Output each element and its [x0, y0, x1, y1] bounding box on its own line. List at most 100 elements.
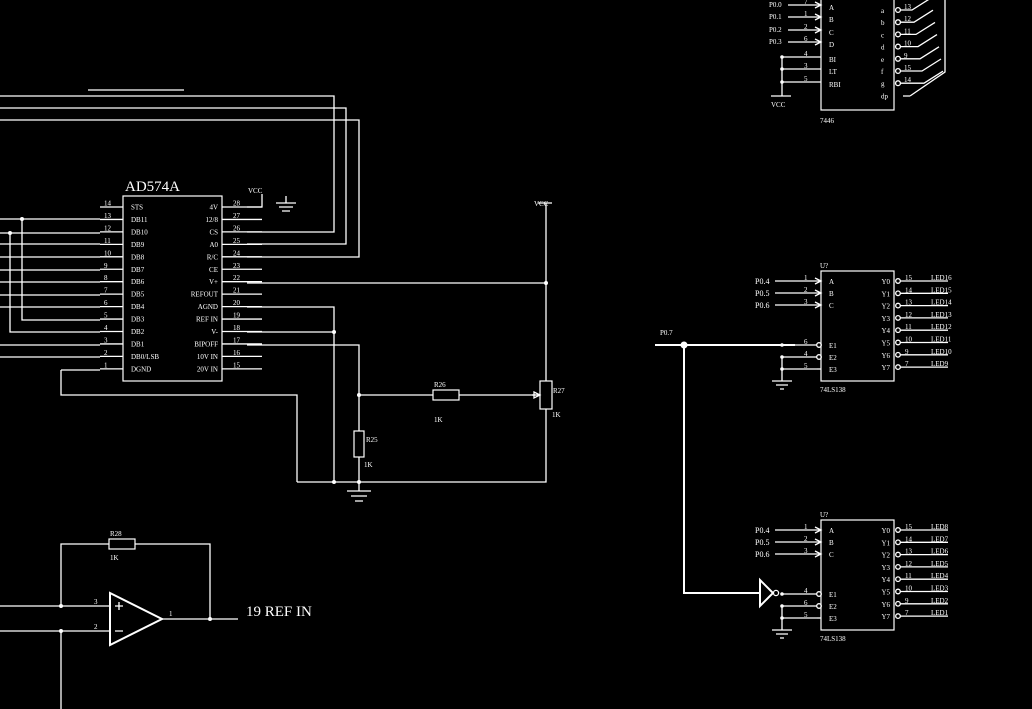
decoder-input-num: 1: [804, 523, 808, 531]
ad574a-left-pin-name: DB4: [131, 303, 145, 311]
decoder1-part: 74LS138: [820, 386, 846, 394]
ad574a-right-pin-num: 17: [233, 336, 241, 344]
ad574a-left-pin-num: 11: [104, 237, 111, 245]
data-bus-wires: [0, 89, 360, 482]
resistor-r26: R26 1K: [432, 381, 460, 424]
decoder-enable-name: E3: [829, 615, 837, 623]
ad574a-body: [122, 195, 223, 382]
decoder1-ref: U?: [820, 262, 828, 270]
decoder-output-bubble: [895, 539, 901, 546]
decoder-enable-num: 6: [804, 338, 808, 346]
decoder-enable-num: 4: [804, 350, 808, 358]
analog-wires: [247, 202, 552, 502]
7446-ctrl-name: BI: [829, 56, 837, 64]
p07-label: P0.7: [660, 329, 673, 337]
decoder-output-num: 15: [905, 523, 913, 531]
resistor-r25: R25 1K: [353, 430, 378, 469]
decoder-input-num: 3: [804, 298, 808, 306]
decoder2-ref: U?: [820, 511, 828, 519]
decoder-output-name: Y5: [881, 340, 890, 348]
decoder-output-num: 7: [905, 609, 909, 617]
7446-output-num: 15: [904, 64, 912, 72]
7446-input-arrow: [814, 1, 823, 9]
pot-value: 1K: [552, 411, 561, 419]
ad574a-right-pin-name: REFOUT: [191, 291, 219, 299]
decoder-output-bubble: [895, 527, 901, 533]
decoder-input-num: 2: [804, 535, 808, 543]
decoder-output-name: Y2: [881, 552, 890, 560]
ad574a-left-pin-num: 10: [104, 249, 112, 257]
decoder-input-name: B: [829, 539, 834, 547]
decoder-output-bubble: [895, 600, 901, 607]
7446-input-label: P0.1: [769, 13, 782, 21]
decoder-output-led: LED4: [931, 572, 949, 580]
7446-input-name: A: [829, 4, 834, 12]
resistor-r28: [108, 538, 136, 550]
7446-output-wire: [900, 9, 934, 23]
decoder-input-name: C: [829, 302, 834, 310]
ad574a-left-pin-num: 14: [104, 200, 112, 208]
decoder-output-name: Y3: [881, 564, 890, 572]
7446-input-name: D: [829, 41, 834, 49]
decoder-output-num: 14: [905, 286, 913, 294]
decoder-input-label: P0.6: [755, 550, 769, 559]
7446-output-name: g: [881, 80, 885, 88]
7446-output-wire: [900, 21, 936, 36]
ad574a-left-pin-name: DB7: [131, 266, 145, 274]
7446-input-num: 6: [804, 35, 808, 43]
decoder-output-led: LED3: [931, 585, 949, 593]
ad574a-right-pins: 284V2712/826CS25A024R/C23CE22V+21REFOUT2…: [191, 200, 262, 373]
decoder-input-label: P0.5: [755, 538, 769, 547]
decoder-output-led: LED11: [931, 336, 952, 344]
decoder-output-num: 11: [905, 323, 912, 331]
ad574a-right-pin-num: 25: [233, 237, 241, 245]
7446-output-wire: [900, 70, 944, 84]
decoder-output-bubble: [895, 576, 901, 583]
7446-output-num: 12: [904, 15, 912, 23]
ad574a-right-pin-num: 15: [233, 361, 241, 369]
decoder-input-arrow: [814, 550, 823, 558]
ad574a-left-pin-name: DB0/LSB: [131, 353, 159, 361]
decoder-output-led: LED8: [931, 523, 949, 531]
ad574a-right-pin-num: 16: [233, 349, 241, 357]
ad574a-left-pin-name: DB2: [131, 328, 145, 336]
analog-ground-symbol: [347, 482, 371, 502]
ad574a-right-pin-name: V+: [209, 278, 218, 286]
ad574a-right-pin-name: CS: [209, 228, 218, 236]
pot-vcc-label: VCC: [534, 200, 549, 208]
ad574a-right-pin-num: 20: [233, 299, 241, 307]
r28-value: 1K: [110, 554, 119, 562]
decoder-output-led: LED5: [931, 560, 949, 568]
decoder-output-led: LED14: [931, 299, 952, 307]
enable-wiring: P0.7: [655, 329, 795, 609]
r26-value: 1K: [434, 416, 443, 424]
ad574a-right-pin-num: 19: [233, 312, 241, 320]
decoder-enable-bubble: [816, 354, 822, 360]
7446-ctrl-name: RBI: [829, 81, 841, 89]
7446-part: 7446: [820, 117, 835, 125]
ad574a-right-pin-name: 20V IN: [197, 365, 218, 373]
ad574a-right-pin-name: 10V IN: [197, 353, 218, 361]
decoder-input-label: P0.4: [755, 277, 769, 286]
decoder-output-name: Y2: [881, 303, 890, 311]
ad574a-right-pin-name: CE: [209, 266, 218, 274]
decoder-output-name: Y3: [881, 315, 890, 323]
ad574a-left-pin-name: STS: [131, 204, 143, 212]
ad574a-left-pin-name: DB9: [131, 241, 145, 249]
7446-output-wire: [900, 58, 942, 72]
decoder-output-num: 15: [905, 274, 913, 282]
decoder-output-name: Y6: [881, 352, 890, 360]
decoder1-body: [820, 270, 895, 382]
decoder-output-led: LED13: [931, 311, 952, 319]
7446-output-bubble: [894, 43, 902, 50]
decoder-output-name: Y4: [881, 576, 890, 584]
ad574a-left-pin-name: DB5: [131, 291, 145, 299]
ad574a-right-pin-num: 27: [233, 212, 241, 220]
7446-input-arrow: [814, 38, 823, 46]
decoder-enable-bubble: [816, 342, 822, 348]
7446-input-name: B: [829, 16, 834, 24]
decoder-output-num: 11: [905, 572, 912, 580]
